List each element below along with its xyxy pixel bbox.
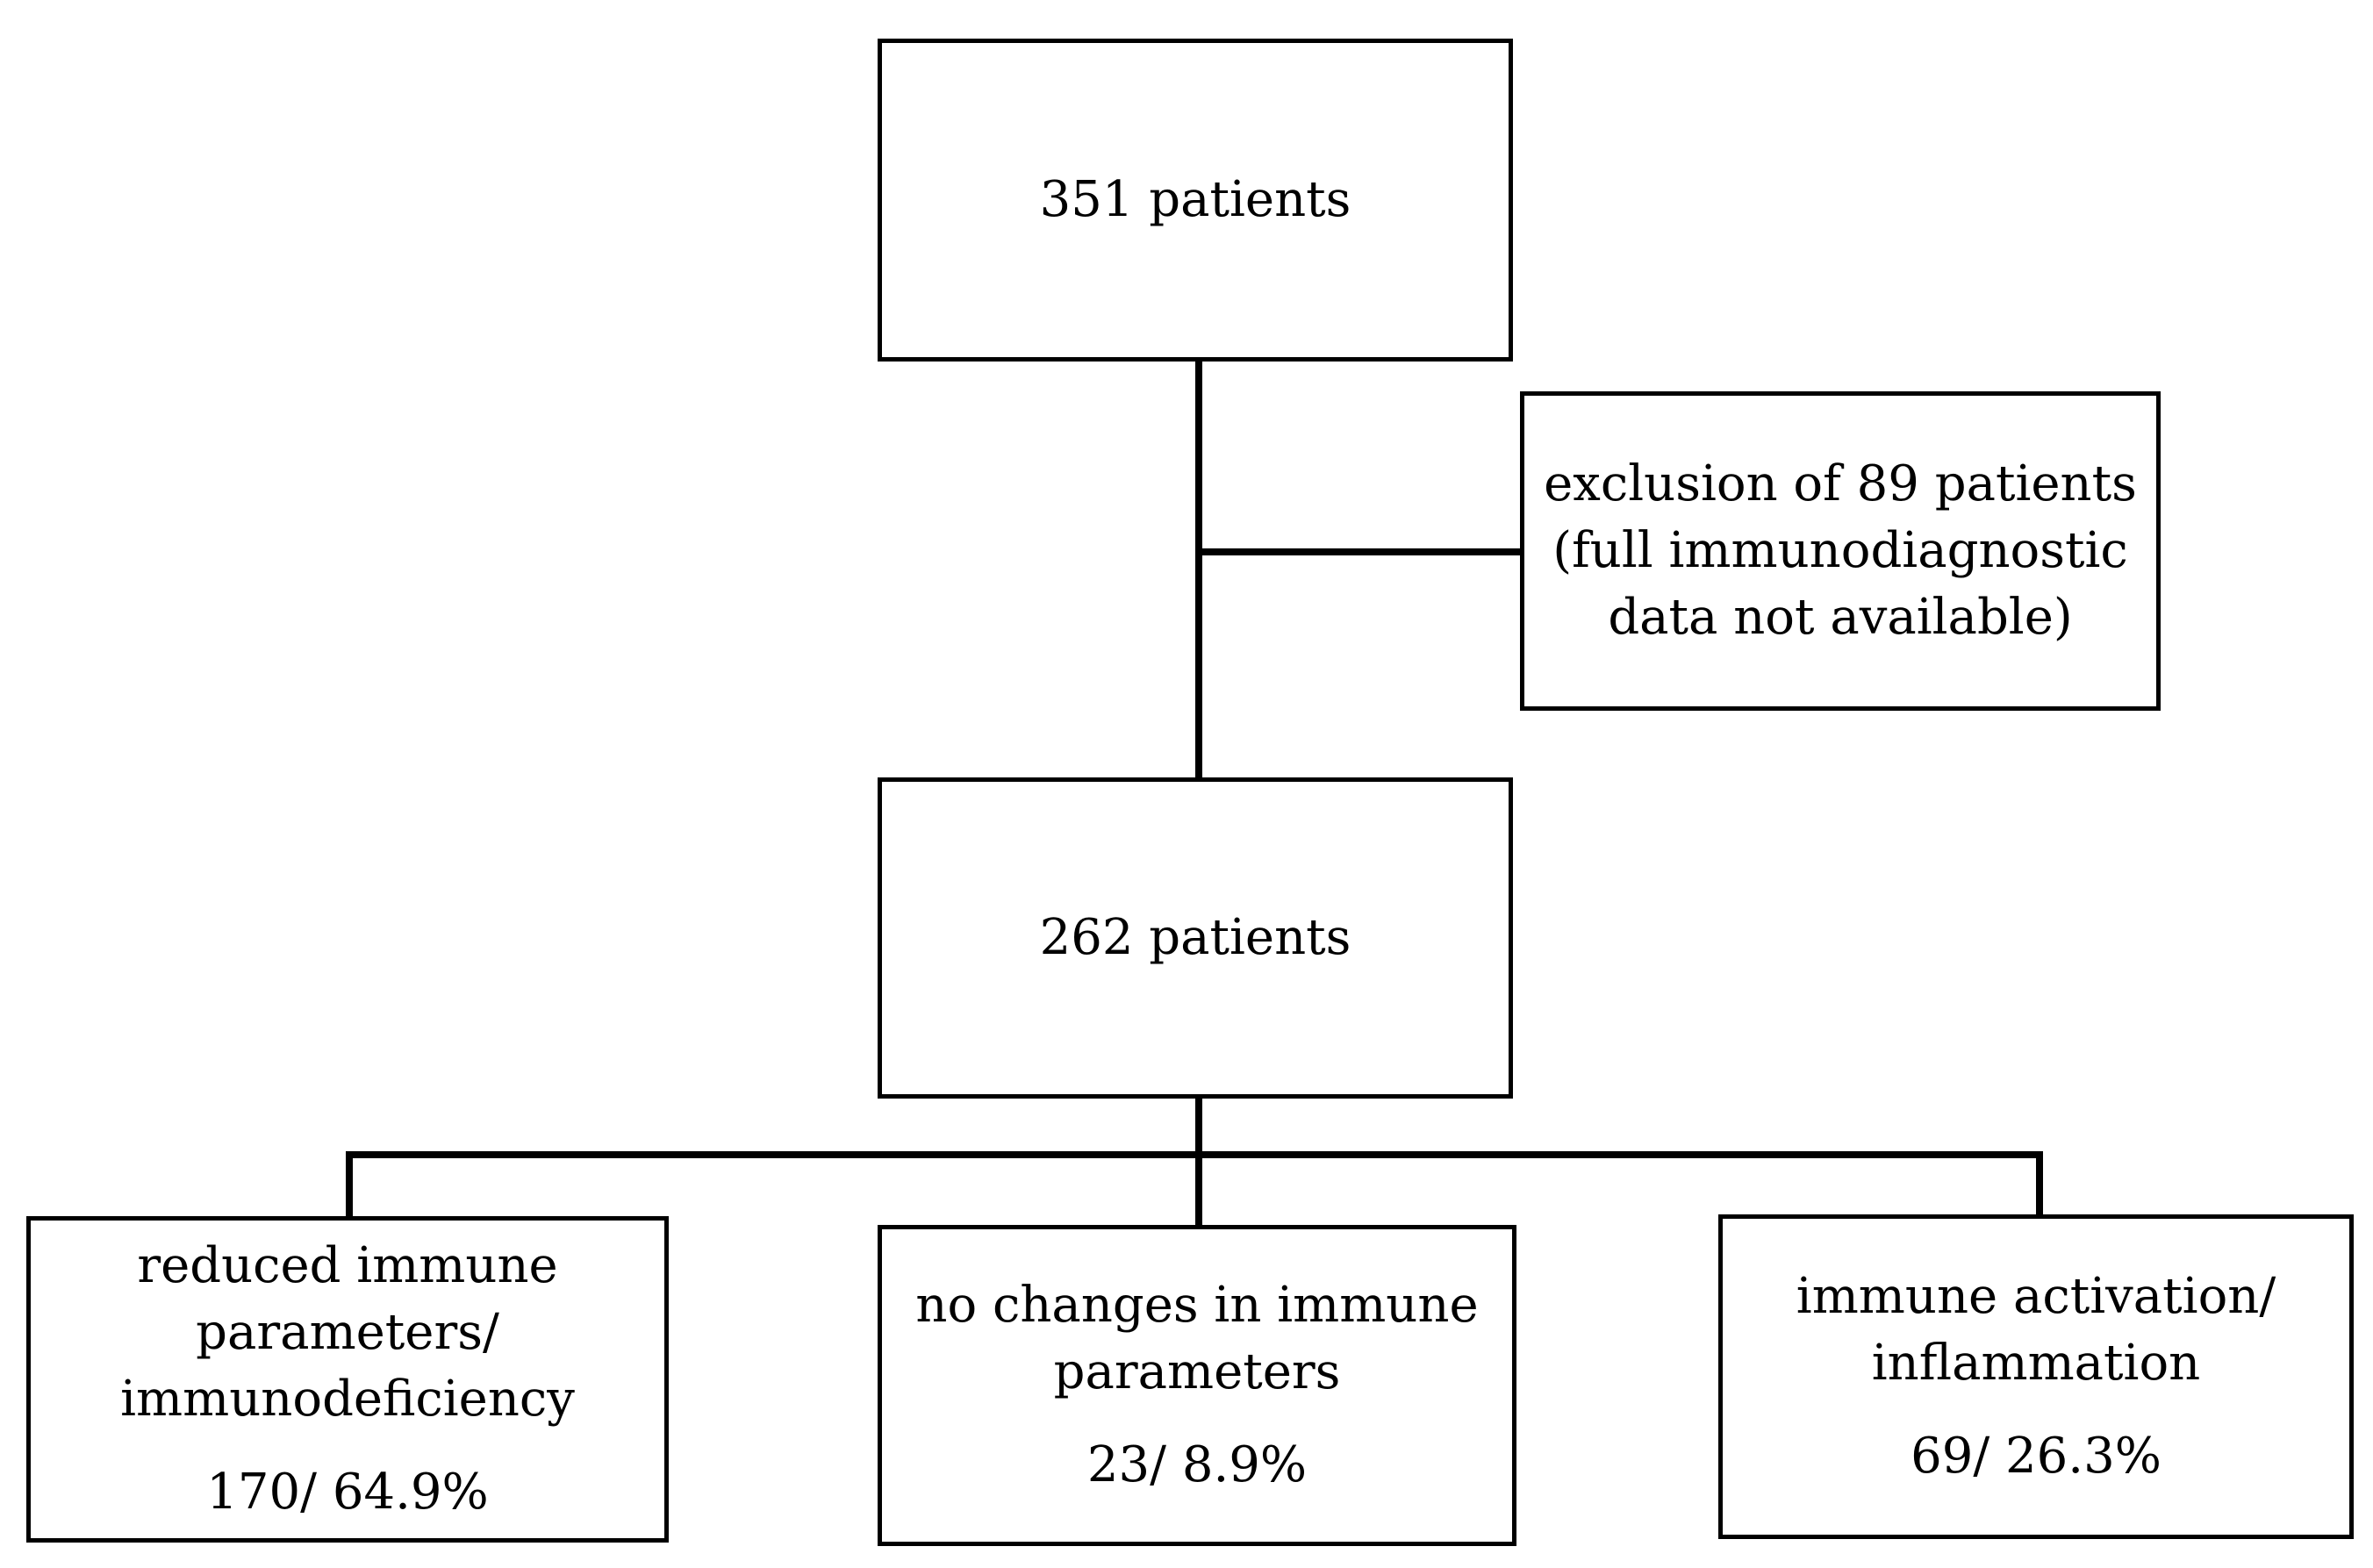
outcome-reduced-line-3: immunodeficiency — [120, 1371, 575, 1428]
connector-branch-left — [346, 1151, 353, 1218]
connector-middle-down — [1195, 1097, 1202, 1158]
outcome-box-reduced: reduced immune parameters/ immunodeficie… — [26, 1216, 669, 1543]
connector-branch-right — [2036, 1151, 2043, 1216]
outcome-no-changes-line-1: no changes in immune — [915, 1277, 1479, 1334]
outcome-reduced-count: 170/ 64.9% — [206, 1464, 489, 1521]
outcome-box-no-changes: no changes in immune parameters 23/ 8.9% — [878, 1225, 1516, 1546]
total-patients-box: 351 patients — [878, 39, 1513, 362]
included-patients-box: 262 patients — [878, 777, 1513, 1099]
outcome-reduced-line-1: reduced immune — [137, 1237, 558, 1294]
exclusion-line-3: data not available) — [1608, 589, 2073, 646]
outcome-reduced-line-2: parameters/ — [196, 1304, 499, 1361]
outcome-no-changes-line-2: parameters — [1053, 1343, 1341, 1400]
connector-to-exclusion — [1195, 548, 1523, 555]
outcome-activation-line-1: immune activation/ — [1796, 1268, 2276, 1325]
connector-top-to-middle — [1195, 360, 1202, 779]
outcome-activation-line-2: inflammation — [1871, 1335, 2201, 1392]
exclusion-line-2: (full immunodiagnostic — [1552, 522, 2128, 579]
connector-branch-horizontal — [346, 1151, 2043, 1158]
exclusion-line-1: exclusion of 89 patients — [1544, 455, 2137, 512]
outcome-activation-count: 69/ 26.3% — [1911, 1428, 2162, 1485]
total-patients-label: 351 patients — [1039, 171, 1351, 228]
outcome-no-changes-count: 23/ 8.9% — [1086, 1436, 1308, 1493]
connector-branch-center — [1195, 1151, 1202, 1227]
included-patients-label: 262 patients — [1039, 909, 1351, 966]
exclusion-box: exclusion of 89 patients (full immunodia… — [1520, 391, 2161, 711]
outcome-box-activation: immune activation/ inflammation 69/ 26.3… — [1718, 1214, 2354, 1539]
